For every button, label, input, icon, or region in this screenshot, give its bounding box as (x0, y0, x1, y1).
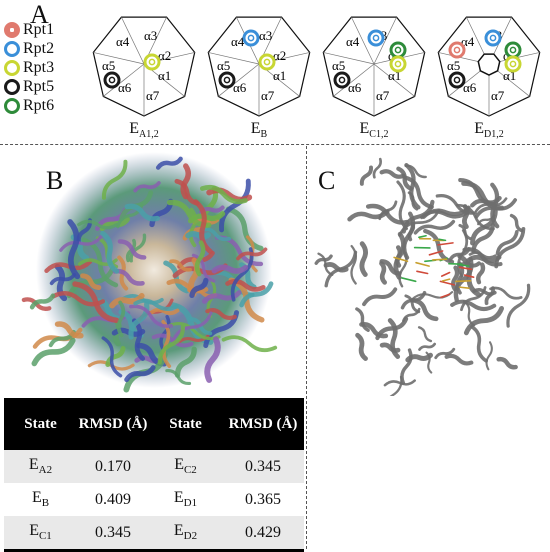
alpha-subunit-label: α5 (332, 58, 345, 73)
rpt-ring-marker (504, 55, 522, 73)
superposed-structures-image (21, 152, 278, 393)
alpha-subunit-label: α2 (273, 48, 286, 63)
alpha-subunit-label: α5 (102, 58, 115, 73)
rpt-ring-marker (218, 71, 236, 89)
ring-structure-image (314, 157, 531, 396)
alpha-subunit-label: α5 (447, 58, 460, 73)
rpt-legend: Rpt1 Rpt2 Rpt3 Rpt5 Rpt6 (4, 20, 54, 115)
legend-label: Rpt6 (23, 96, 55, 114)
alpha-subunit-label: α7 (491, 88, 505, 103)
rpt-ring-marker (242, 29, 260, 47)
rpt-ring-marker (389, 55, 407, 73)
state-label-ed: ED1,2 (474, 120, 504, 141)
alpha-subunit-label: α7 (376, 88, 390, 103)
legend-item-rpt5: Rpt5 (4, 77, 54, 96)
legend-item-rpt3: Rpt3 (4, 58, 54, 77)
state-label-ec: EC1,2 (359, 120, 389, 141)
horizontal-divider (0, 144, 550, 145)
vertical-divider (306, 146, 307, 549)
legend-item-rpt6: Rpt6 (4, 96, 54, 115)
panel-label-c: C (318, 166, 336, 195)
rpt3-ring-icon (4, 59, 20, 76)
legend-label: Rpt3 (23, 58, 55, 76)
alpha-subunit-label: α1 (273, 68, 286, 83)
rpt-ring-marker (367, 29, 385, 47)
central-gate-icon (477, 53, 501, 76)
alpha-subunit-label: α7 (146, 88, 160, 103)
rmsd-table: State RMSD (Å) State RMSD (Å) EA2 0.170 … (4, 398, 304, 552)
state-label-ea: EA1,2 (129, 120, 159, 141)
rpt-ring-marker (143, 53, 161, 71)
rmsd-cell: 0.365 (245, 490, 281, 508)
rpt2-ring-icon (4, 40, 20, 57)
alpha-subunit-label: α4 (346, 34, 360, 49)
rpt-ring-marker (333, 71, 351, 89)
legend-item-rpt2: Rpt2 (4, 39, 54, 58)
legend-label: Rpt1 (23, 20, 55, 38)
header-state-2: State (149, 398, 222, 450)
alpha-subunit-label: α7 (261, 88, 275, 103)
header-rmsd-1: RMSD (Å) (77, 398, 149, 450)
table-row: EA2 0.170 EC2 0.345 (4, 450, 304, 483)
header-state-1: State (4, 398, 77, 450)
state-cell: EC2 (149, 450, 222, 483)
state-cell: EA2 (4, 450, 77, 483)
rpt5-ring-icon (4, 78, 20, 95)
rmsd-cell: 0.409 (95, 490, 131, 508)
state-label-eb: EB (250, 120, 268, 141)
legend-label: Rpt5 (23, 77, 55, 95)
alpha-subunit-label: α3 (259, 28, 272, 43)
rpt-ring-marker (258, 53, 276, 71)
alpha-subunit-label: α3 (144, 28, 157, 43)
alpha-subunit-label: α2 (158, 48, 171, 63)
rpt-ring-marker (504, 41, 522, 59)
alpha-subunit-label: α6 (233, 80, 247, 95)
legend-label: Rpt2 (23, 39, 55, 57)
alpha-subunit-label: α6 (348, 80, 362, 95)
header-rmsd-2: RMSD (Å) (222, 398, 304, 450)
panel-label-a: A (30, 0, 49, 29)
alpha-subunit-label: α6 (118, 80, 132, 95)
state-cell: ED1 (173, 489, 198, 510)
rpt-ring-marker (103, 71, 121, 89)
alpha-subunit-label: α1 (158, 68, 171, 83)
alpha-subunit-label: α4 (231, 34, 245, 49)
alpha-subunit-label: α4 (116, 34, 130, 49)
rpt-ring-marker (389, 41, 407, 59)
alpha-subunit-label: α6 (463, 80, 477, 95)
rmsd-cell: 0.345 (77, 516, 149, 552)
rmsd-cell: 0.429 (222, 516, 304, 552)
rmsd-table-container: State RMSD (Å) State RMSD (Å) EA2 0.170 … (4, 398, 304, 552)
state-cell: ED2 (149, 516, 222, 552)
rpt6-ring-icon (4, 97, 20, 114)
table-row: EB 0.409 ED1 0.365 (4, 483, 304, 516)
alpha-subunit-label: α4 (461, 34, 475, 49)
legend-item-rpt1: Rpt1 (4, 20, 54, 39)
rpt-ring-marker (448, 41, 466, 59)
rmsd-cell: 0.345 (222, 450, 304, 483)
table-row: EC1 0.345 ED2 0.429 (4, 516, 304, 552)
alpha-subunit-label: α5 (217, 58, 230, 73)
rpt-ring-marker (448, 71, 466, 89)
state-cell: EB (31, 489, 50, 510)
state-cell: EC1 (4, 516, 77, 552)
table-header-row: State RMSD (Å) State RMSD (Å) (4, 398, 304, 450)
rpt1-ring-icon (4, 21, 20, 38)
rpt-ring-marker (484, 29, 502, 47)
panel-label-b: B (46, 166, 64, 195)
rmsd-cell: 0.170 (77, 450, 149, 483)
